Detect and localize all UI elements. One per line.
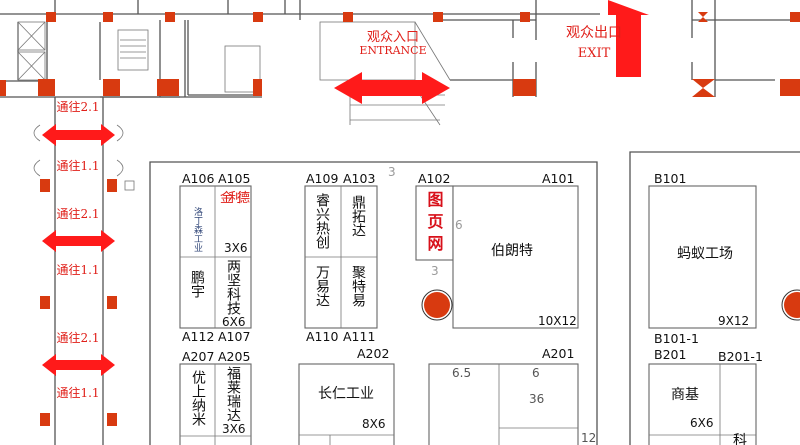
booth-name: 科	[733, 433, 747, 445]
booth-code: A112	[182, 329, 214, 344]
booth-code: A201	[542, 346, 574, 361]
booth-name: 福莱瑞达	[225, 366, 241, 422]
exit-label-en: EXIT	[578, 46, 611, 61]
corridor-label: 通往2.1	[56, 99, 99, 114]
booth-code: A110	[306, 329, 338, 344]
corridor-label: 通往1.1	[56, 262, 99, 277]
pillars	[0, 12, 800, 426]
booth-size: 6X6	[222, 315, 246, 329]
booth-size: 8X6	[362, 417, 386, 431]
double-arrow-icon	[42, 354, 115, 376]
corridor-label: 通往1.1	[56, 385, 99, 400]
corridor	[33, 97, 124, 445]
booth-code: A103	[343, 171, 375, 186]
booth-size: 3X6	[222, 422, 246, 436]
booth-code: A101	[542, 171, 574, 186]
booth-block-a205: A207 A205 优上纳米 福莱瑞达 3X6	[179, 349, 252, 445]
arrows	[42, 0, 649, 376]
exit-label-cn: 观众出口	[566, 25, 622, 41]
booth-name: 图页网	[425, 191, 444, 257]
dimension-label: 3	[388, 165, 396, 179]
hall-outline	[149, 151, 800, 445]
booth-name: 洛丁森工业	[192, 206, 203, 252]
booth-code: A202	[357, 346, 389, 361]
booth-name: 伯朗特	[491, 243, 533, 259]
entrance-double-arrow-icon	[334, 72, 450, 104]
booth-name: 鼎拓达	[350, 195, 366, 237]
booth-name: 聚特易	[350, 265, 366, 307]
booth-size: 10X12	[538, 314, 577, 328]
booth-code: B101	[654, 171, 686, 186]
booth-code: A205	[218, 349, 250, 364]
booth-name: 优上纳米	[190, 370, 206, 426]
booth-code: A102	[418, 171, 450, 186]
booth-code: A109	[306, 171, 338, 186]
top-walls	[0, 0, 800, 98]
corridor-label: 通往2.1	[56, 206, 99, 221]
dimension-label: 3	[431, 264, 439, 278]
booth-code: A111	[343, 329, 375, 344]
booth-block-a103: A109 A103 A110 A111 睿兴热创 鼎拓达 万易达 聚特易 3	[304, 165, 396, 344]
column-marker	[424, 292, 450, 318]
booth-code: A107	[218, 329, 250, 344]
booth-code: B201-1	[718, 349, 763, 364]
booth-code: B101-1	[654, 331, 699, 346]
booth-size: 9X12	[718, 314, 749, 328]
corridor-label: 通往1.1	[56, 158, 99, 173]
exit-arrow-icon	[608, 0, 649, 77]
column-marker	[784, 292, 800, 318]
double-arrow-icon	[42, 230, 115, 252]
booth-name: 睿兴热创	[314, 193, 330, 249]
booth-size: 3X6	[224, 241, 248, 255]
double-arrow-icon	[42, 124, 115, 146]
booth-block-a201: A201 6.5 6 36 12	[428, 346, 596, 445]
booth-name: 鹏宇	[189, 270, 205, 298]
dimension-label: 12	[581, 431, 596, 445]
booth-code: A105	[218, 171, 250, 186]
booth-block-a202: A202 长仁工业 8X6	[298, 346, 395, 445]
dimension-label: 36	[529, 392, 544, 406]
booth-block-b201: B201 B201-1 商基 6X6 科	[648, 347, 763, 445]
dimension-label: 6	[455, 218, 463, 232]
corridor-labels: 通往2.1 通往1.1 通往2.1 通往1.1 通往2.1 通往1.1	[56, 99, 99, 400]
dimension-label: 6	[532, 366, 540, 380]
booth-name: 商基	[671, 386, 699, 403]
booth-size: 6X6	[690, 416, 714, 430]
corridor-label: 通往2.1	[56, 330, 99, 345]
booth-code: A207	[182, 349, 214, 364]
booth-name: 长仁工业	[318, 386, 374, 402]
booth-name: 金利德	[220, 190, 250, 206]
booth-block-b101: B101 蚂蚁工场 9X12 B101-1	[648, 171, 800, 346]
entrance-label-cn: 观众入口	[367, 30, 419, 45]
booth-block-a105: A106 A105 A112 A107 洛丁森工业 金利德 3X6 鹏宇 两坚科…	[179, 171, 252, 344]
booth-name: 万易达	[314, 265, 330, 307]
booth-code: B201	[654, 347, 686, 362]
booth-code: A106	[182, 171, 214, 186]
dimension-label: 6.5	[452, 366, 471, 380]
booth-name: 两坚科技	[225, 259, 241, 316]
entrance-label-en: ENTRANCE	[359, 44, 426, 57]
booth-name: 蚂蚁工场	[677, 246, 733, 262]
booth-block-a101: A102 A101 图页网 6 3 伯朗特 10X12	[415, 171, 579, 329]
